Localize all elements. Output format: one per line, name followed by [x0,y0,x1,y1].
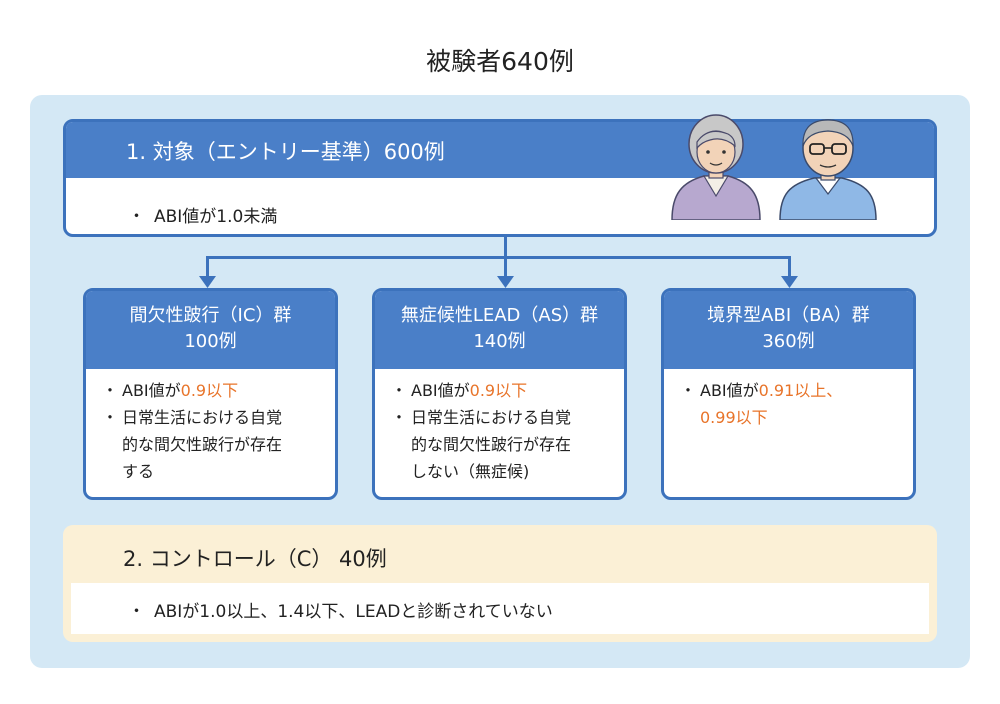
group-ba-box: 境界型ABI（BA）群 360例 ・ABI値が0.91以上、0.99以下 [661,288,916,500]
arrowhead-middle-icon [497,276,514,288]
group-ic-count: 100例 [184,331,237,352]
entry-criteria-text: ABI値が1.0未満 [154,207,278,227]
connector-middle [504,256,507,278]
control-box: 2. コントロール（C） 40例 ・ ABIが1.0以上、1.4以下、LEADと診… [63,525,937,642]
group-ba-count: 360例 [762,331,815,352]
group-as-title: 無症候性LEAD（AS）群 [400,305,599,326]
control-criteria-text: ABIが1.0以上、1.4以下、LEADと診断されていない [154,602,553,622]
group-ic-box: 間欠性跛行（IC）群 100例 ・ABI値が0.9以下 ・日常生活における自覚的… [83,288,338,500]
group-as-box: 無症候性LEAD（AS）群 140例 ・ABI値が0.9以下 ・日常生活における… [372,288,627,500]
entry-criteria-bullet: ・ ABI値が1.0未満 [128,202,277,227]
group-ic-header: 間欠性跛行（IC）群 100例 [86,291,335,369]
abi-threshold: 0.9以下 [469,381,528,400]
connector-horizontal [206,256,790,259]
group-as-bullet-symptom: ・日常生活における自覚的な間欠性跛行が存在しない（無症候) [391,408,572,481]
group-as-count: 140例 [473,331,526,352]
connector-left [206,256,209,278]
group-ic-bullet-symptom: ・日常生活における自覚的な間欠性跛行が存在する [102,408,283,481]
connector-stem [504,237,507,256]
control-criteria: ・ ABIが1.0以上、1.4以下、LEADと診断されていない [71,583,929,634]
bullet-mark: ・ [128,207,145,227]
group-ba-bullet-abi: ・ABI値が0.91以上、0.99以下 [680,381,843,427]
entry-criteria-title: 1. 対象（エントリー基準）600例 [126,140,445,164]
abi-range-end: 0.99以下 [700,408,768,427]
entry-criteria-header: 1. 対象（エントリー基準）600例 [66,122,934,178]
arrowhead-left-icon [199,276,216,288]
group-ba-title: 境界型ABI（BA）群 [707,305,870,326]
group-ba-header: 境界型ABI（BA）群 360例 [664,291,913,369]
control-title: 2. コントロール（C） 40例 [123,547,387,571]
control-bullet: ・ ABIが1.0以上、1.4以下、LEADと診断されていない [128,597,553,622]
group-ic-criteria: ・ABI値が0.9以下 ・日常生活における自覚的な間欠性跛行が存在する [100,377,326,485]
group-as-bullet-abi: ・ABI値が0.9以下 [391,381,528,400]
elderly-woman-icon [671,114,761,220]
diagram-title: 被験者640例 [426,47,574,76]
elderly-man-icon [779,119,877,220]
group-ic-bullet-abi: ・ABI値が0.9以下 [102,381,239,400]
bullet-mark: ・ [128,602,145,622]
group-as-criteria: ・ABI値が0.9以下 ・日常生活における自覚的な間欠性跛行が存在しない（無症候… [389,377,615,485]
abi-threshold: 0.9以下 [180,381,239,400]
group-ic-title: 間欠性跛行（IC）群 [129,305,292,326]
abi-range-start: 0.91以上、 [758,381,843,400]
entry-criteria-box: 1. 対象（エントリー基準）600例 ・ ABI値が1.0未満 [63,119,937,237]
group-ba-criteria: ・ABI値が0.91以上、0.99以下 [678,377,904,431]
people-illustration [671,114,877,220]
arrowhead-right-icon [781,276,798,288]
group-as-header: 無症候性LEAD（AS）群 140例 [375,291,624,369]
connector-right [788,256,791,278]
